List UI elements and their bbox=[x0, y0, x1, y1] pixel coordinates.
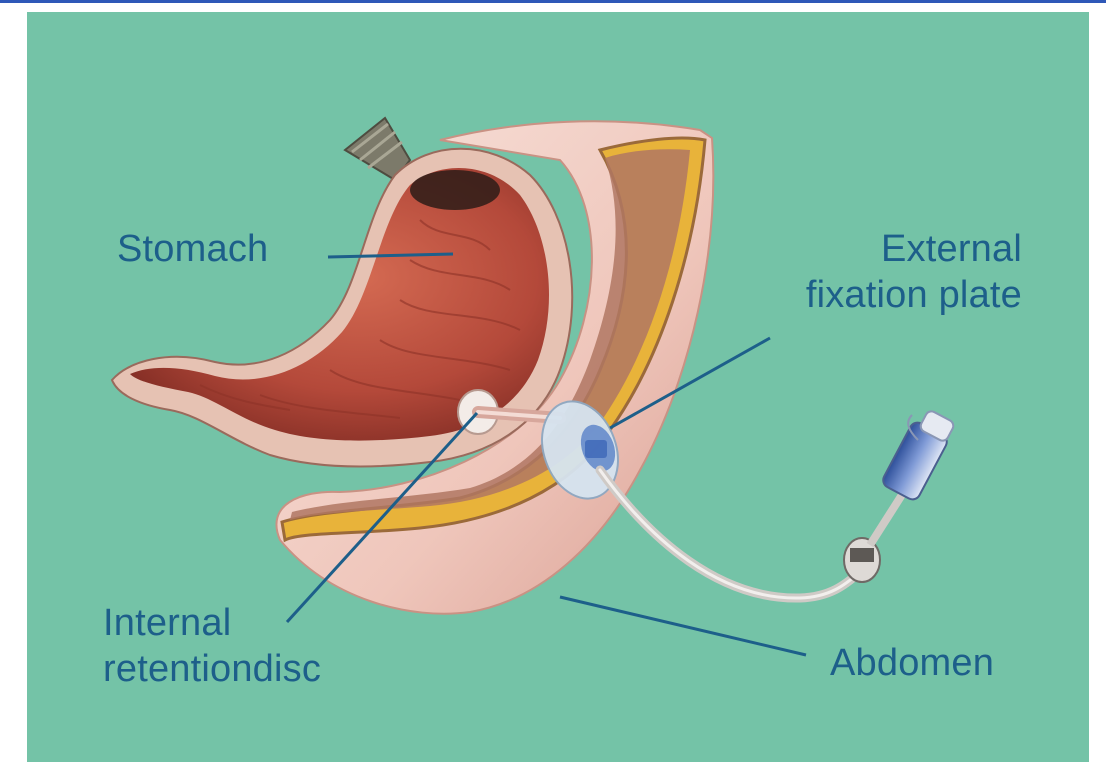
feeding-connector bbox=[870, 409, 955, 545]
external-tube bbox=[600, 470, 860, 598]
esophageal-opening bbox=[410, 170, 500, 210]
label-internal-retention-disc: Internal retentiondisc bbox=[103, 600, 321, 692]
label-stomach: Stomach bbox=[117, 226, 268, 272]
abdomen-leader-line bbox=[560, 597, 806, 655]
label-external-fixation-plate: External fixation plate bbox=[760, 226, 1022, 318]
label-abdomen: Abdomen bbox=[830, 640, 994, 686]
